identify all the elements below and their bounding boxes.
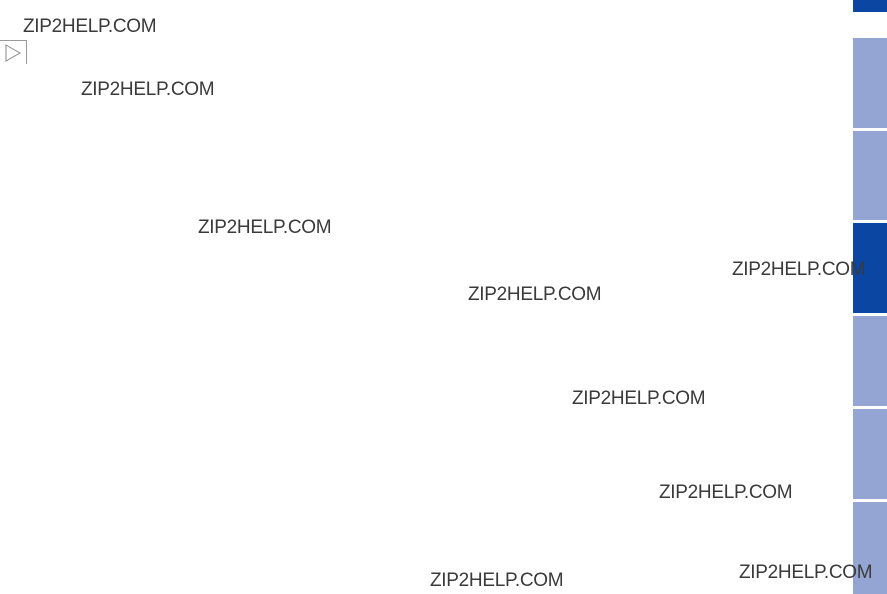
next-page-button[interactable] (0, 40, 27, 64)
chapter-tab-6[interactable] (853, 502, 887, 594)
chapter-tab-4[interactable] (853, 316, 887, 406)
chapter-tabs (853, 0, 887, 594)
chapter-tab-top[interactable] (853, 0, 887, 12)
watermark-text: ZIP2HELP.COM (23, 16, 157, 37)
watermark-text: ZIP2HELP.COM (659, 482, 793, 503)
chapter-tab-2[interactable] (853, 131, 887, 220)
play-outline-icon (5, 44, 21, 62)
watermark-text: ZIP2HELP.COM (572, 388, 706, 409)
watermark-text: ZIP2HELP.COM (732, 259, 866, 280)
watermark-text: ZIP2HELP.COM (198, 217, 332, 238)
watermark-text: ZIP2HELP.COM (468, 284, 602, 305)
chapter-tab-3-active[interactable] (853, 223, 887, 313)
chapter-tab-1[interactable] (853, 38, 887, 128)
watermark-text: ZIP2HELP.COM (739, 562, 873, 583)
watermark-text: ZIP2HELP.COM (430, 570, 564, 591)
watermark-text: ZIP2HELP.COM (81, 79, 215, 100)
chapter-tab-5[interactable] (853, 409, 887, 499)
